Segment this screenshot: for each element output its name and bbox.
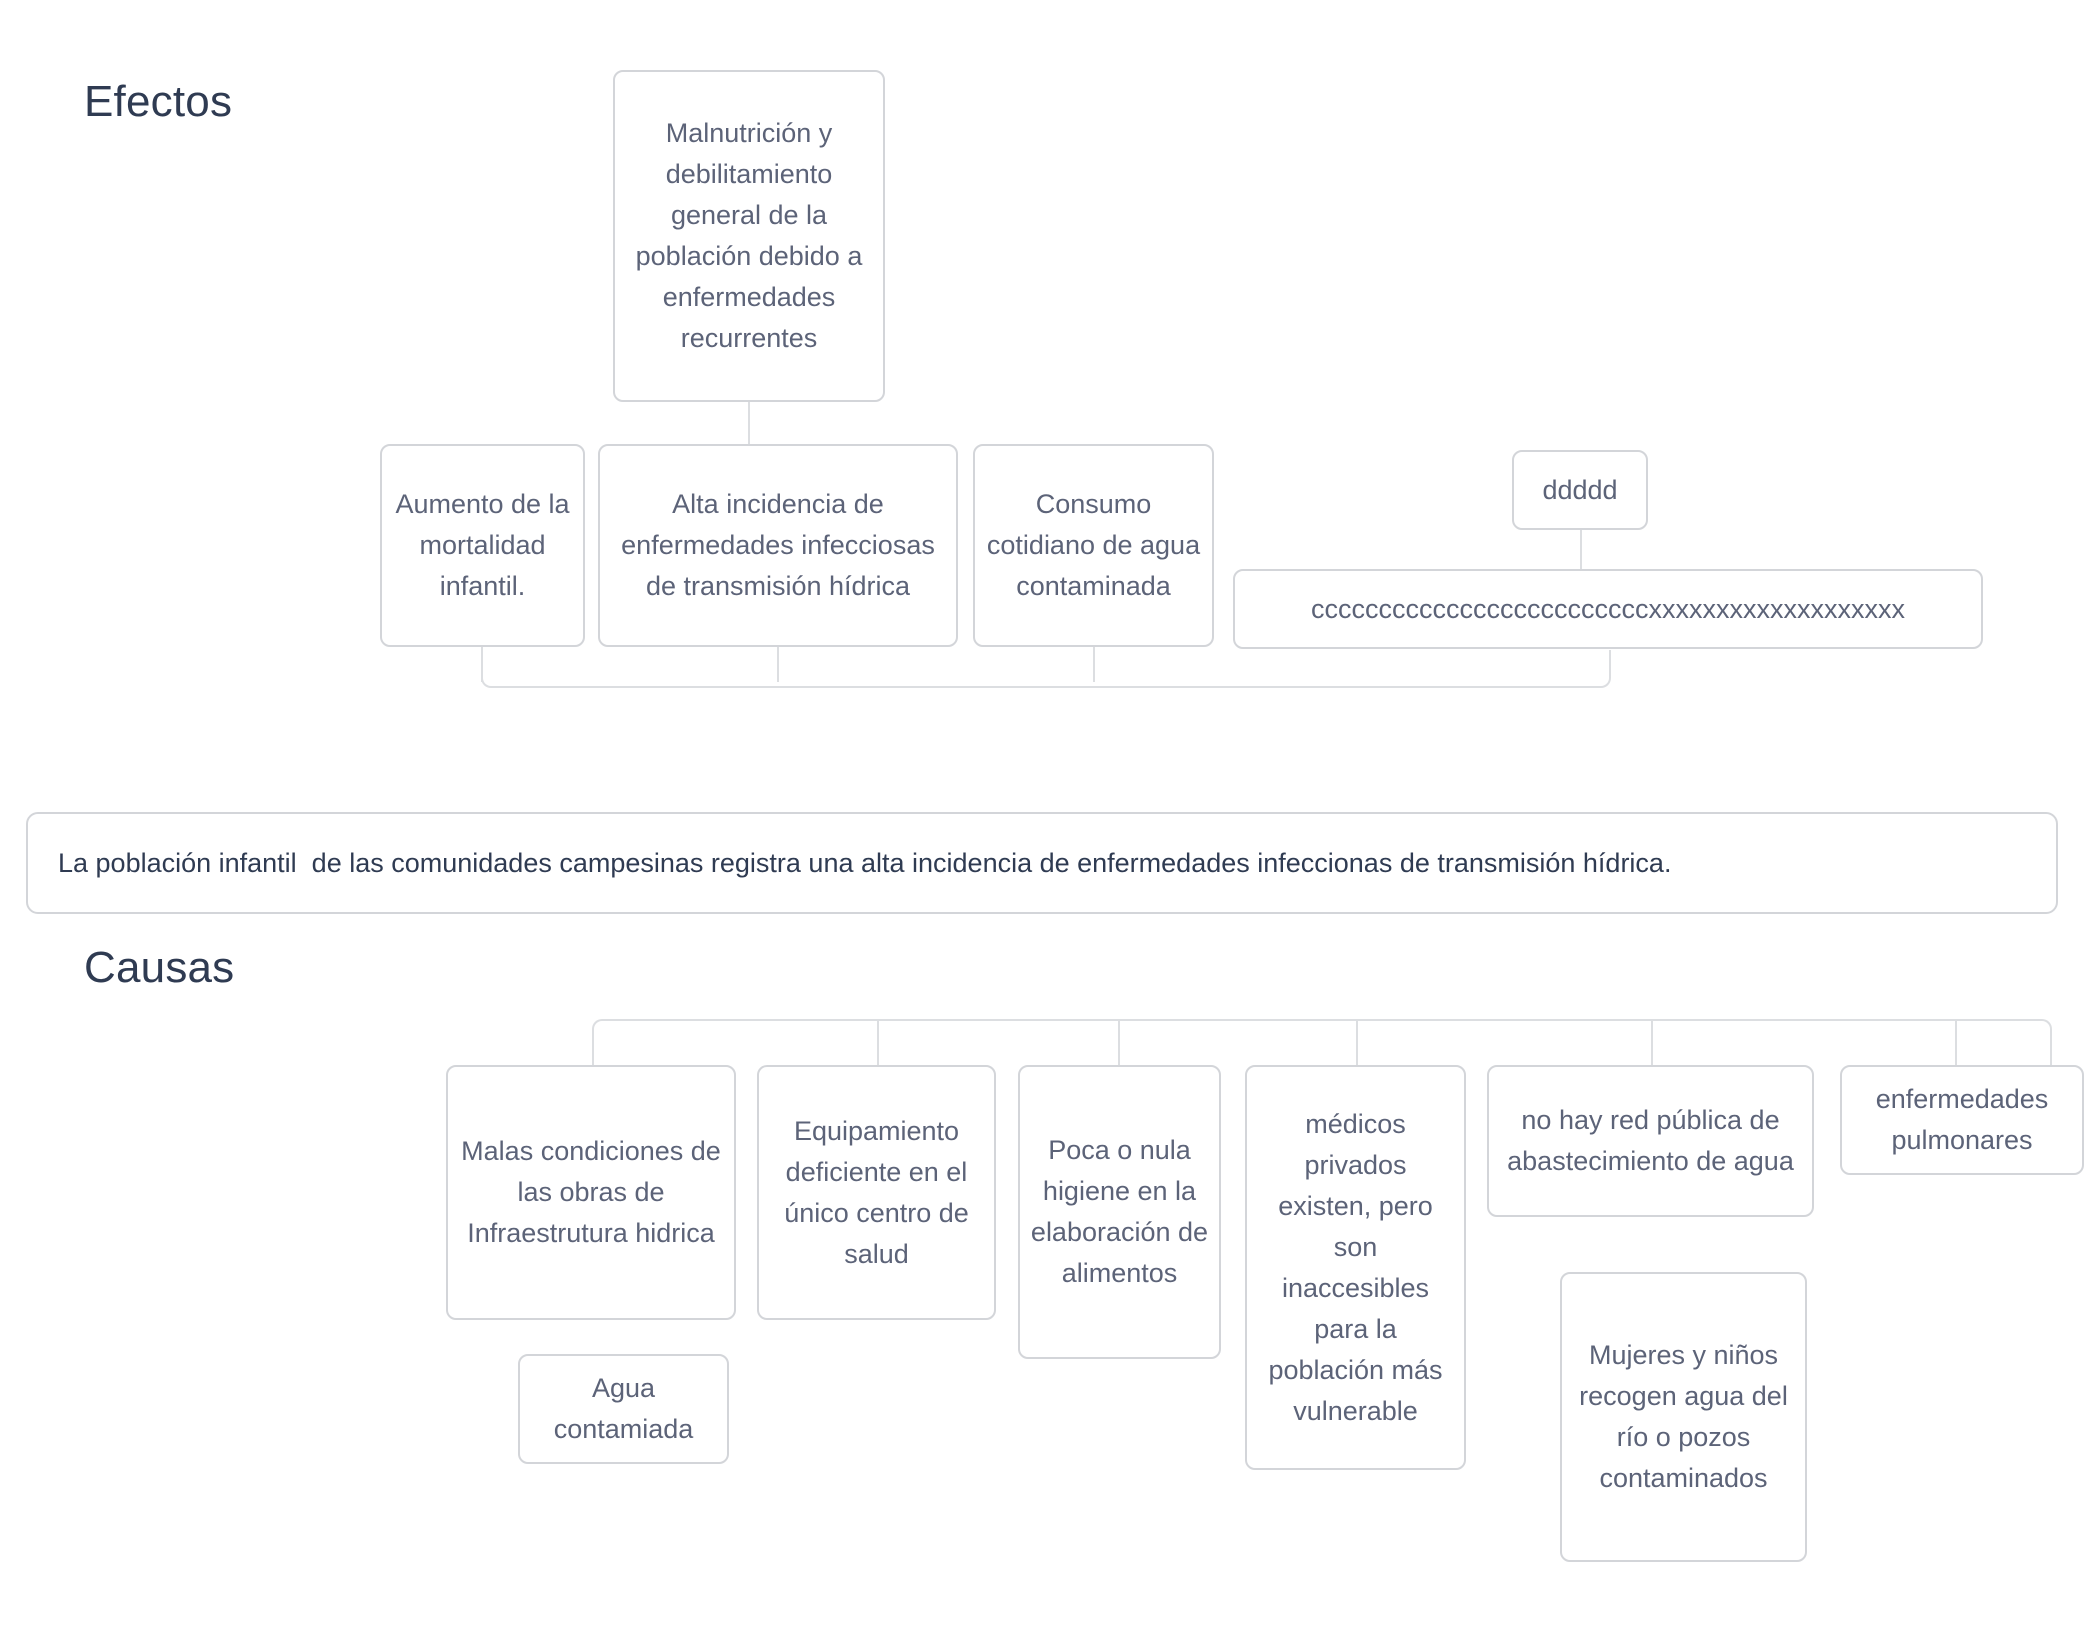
connector-top-effect-stem	[748, 402, 750, 444]
effect-node-mortalidad-label: Aumento de la mortalidad infantil.	[395, 489, 570, 601]
connector-cause-6-stem	[1955, 1021, 1957, 1065]
cause-node-higiene[interactable]: Poca o nula higiene en la elaboración de…	[1018, 1065, 1221, 1359]
effect-node-ddddd[interactable]: ddddd	[1512, 450, 1648, 530]
connector-effects-bus	[481, 650, 1611, 688]
connector-cause-5-stem	[1651, 1021, 1653, 1065]
effect-node-ddddd-label: ddddd	[1542, 474, 1618, 505]
connector-effect-3-stem	[1093, 647, 1095, 682]
connector-causes-bus	[592, 1019, 2052, 1067]
effect-node-incidencia[interactable]: Alta incidencia de enfermedades infeccio…	[598, 444, 958, 647]
cause-node-red-publica[interactable]: no hay red pública de abastecimiento de …	[1487, 1065, 1814, 1217]
effect-node-mortalidad[interactable]: Aumento de la mortalidad infantil.	[380, 444, 585, 647]
connector-effect-4-stem	[1580, 530, 1582, 569]
connector-cause-2-stem	[877, 1021, 879, 1065]
cause-node-agua-contamiada[interactable]: Agua contamiada	[518, 1354, 729, 1464]
cause-node-higiene-label: Poca o nula higiene en la elaboración de…	[1030, 1135, 1209, 1288]
connector-effect-2-stem	[777, 647, 779, 682]
cause-node-mujeres-ninos-label: Mujeres y niños recogen agua del río o p…	[1579, 1340, 1788, 1493]
cause-node-mujeres-ninos[interactable]: Mujeres y niños recogen agua del río o p…	[1560, 1272, 1807, 1562]
connector-cause-4-stem	[1356, 1021, 1358, 1065]
cause-node-equipamiento[interactable]: Equipamiento deficiente en el único cent…	[757, 1065, 996, 1320]
cause-node-agua-contamiada-label: Agua contamiada	[553, 1373, 694, 1444]
effect-node-top[interactable]: Malnutrición y debilitamiento general de…	[613, 70, 885, 402]
connector-cause-3-stem	[1118, 1021, 1120, 1065]
effect-node-consumo-label: Consumo cotidiano de agua contaminada	[986, 489, 1201, 601]
cause-node-red-publica-label: no hay red pública de abastecimiento de …	[1507, 1105, 1794, 1176]
cause-node-equipamiento-label: Equipamiento deficiente en el único cent…	[784, 1115, 969, 1269]
cause-node-infraestructura[interactable]: Malas condiciones de las obras de Infrae…	[446, 1065, 736, 1320]
section-title-efectos: Efectos	[84, 77, 233, 126]
central-problem-statement[interactable]: La población infantil de las comunidades…	[26, 812, 2058, 914]
cause-node-medicos-privados-label: médicos privados existen, pero son inacc…	[1268, 1108, 1443, 1426]
cause-node-enfermedades-pulmonares-label: enfermedades pulmonares	[1875, 1084, 2049, 1155]
effect-node-cccxxx-label: cccccccccccccccccccccccccxxxxxxxxxxxxxxx…	[1311, 593, 1905, 624]
cause-node-medicos-privados[interactable]: médicos privados existen, pero son inacc…	[1245, 1065, 1466, 1470]
effect-node-incidencia-label: Alta incidencia de enfermedades infeccio…	[621, 489, 935, 601]
cause-node-enfermedades-pulmonares[interactable]: enfermedades pulmonares	[1840, 1065, 2084, 1175]
section-title-causas: Causas	[84, 943, 235, 992]
effect-node-cccxxx[interactable]: cccccccccccccccccccccccccxxxxxxxxxxxxxxx…	[1233, 569, 1983, 649]
effect-node-top-label: Malnutrición y debilitamiento general de…	[635, 118, 863, 353]
cause-node-infraestructura-label: Malas condiciones de las obras de Infrae…	[461, 1136, 721, 1248]
effect-node-consumo[interactable]: Consumo cotidiano de agua contaminada	[973, 444, 1214, 647]
